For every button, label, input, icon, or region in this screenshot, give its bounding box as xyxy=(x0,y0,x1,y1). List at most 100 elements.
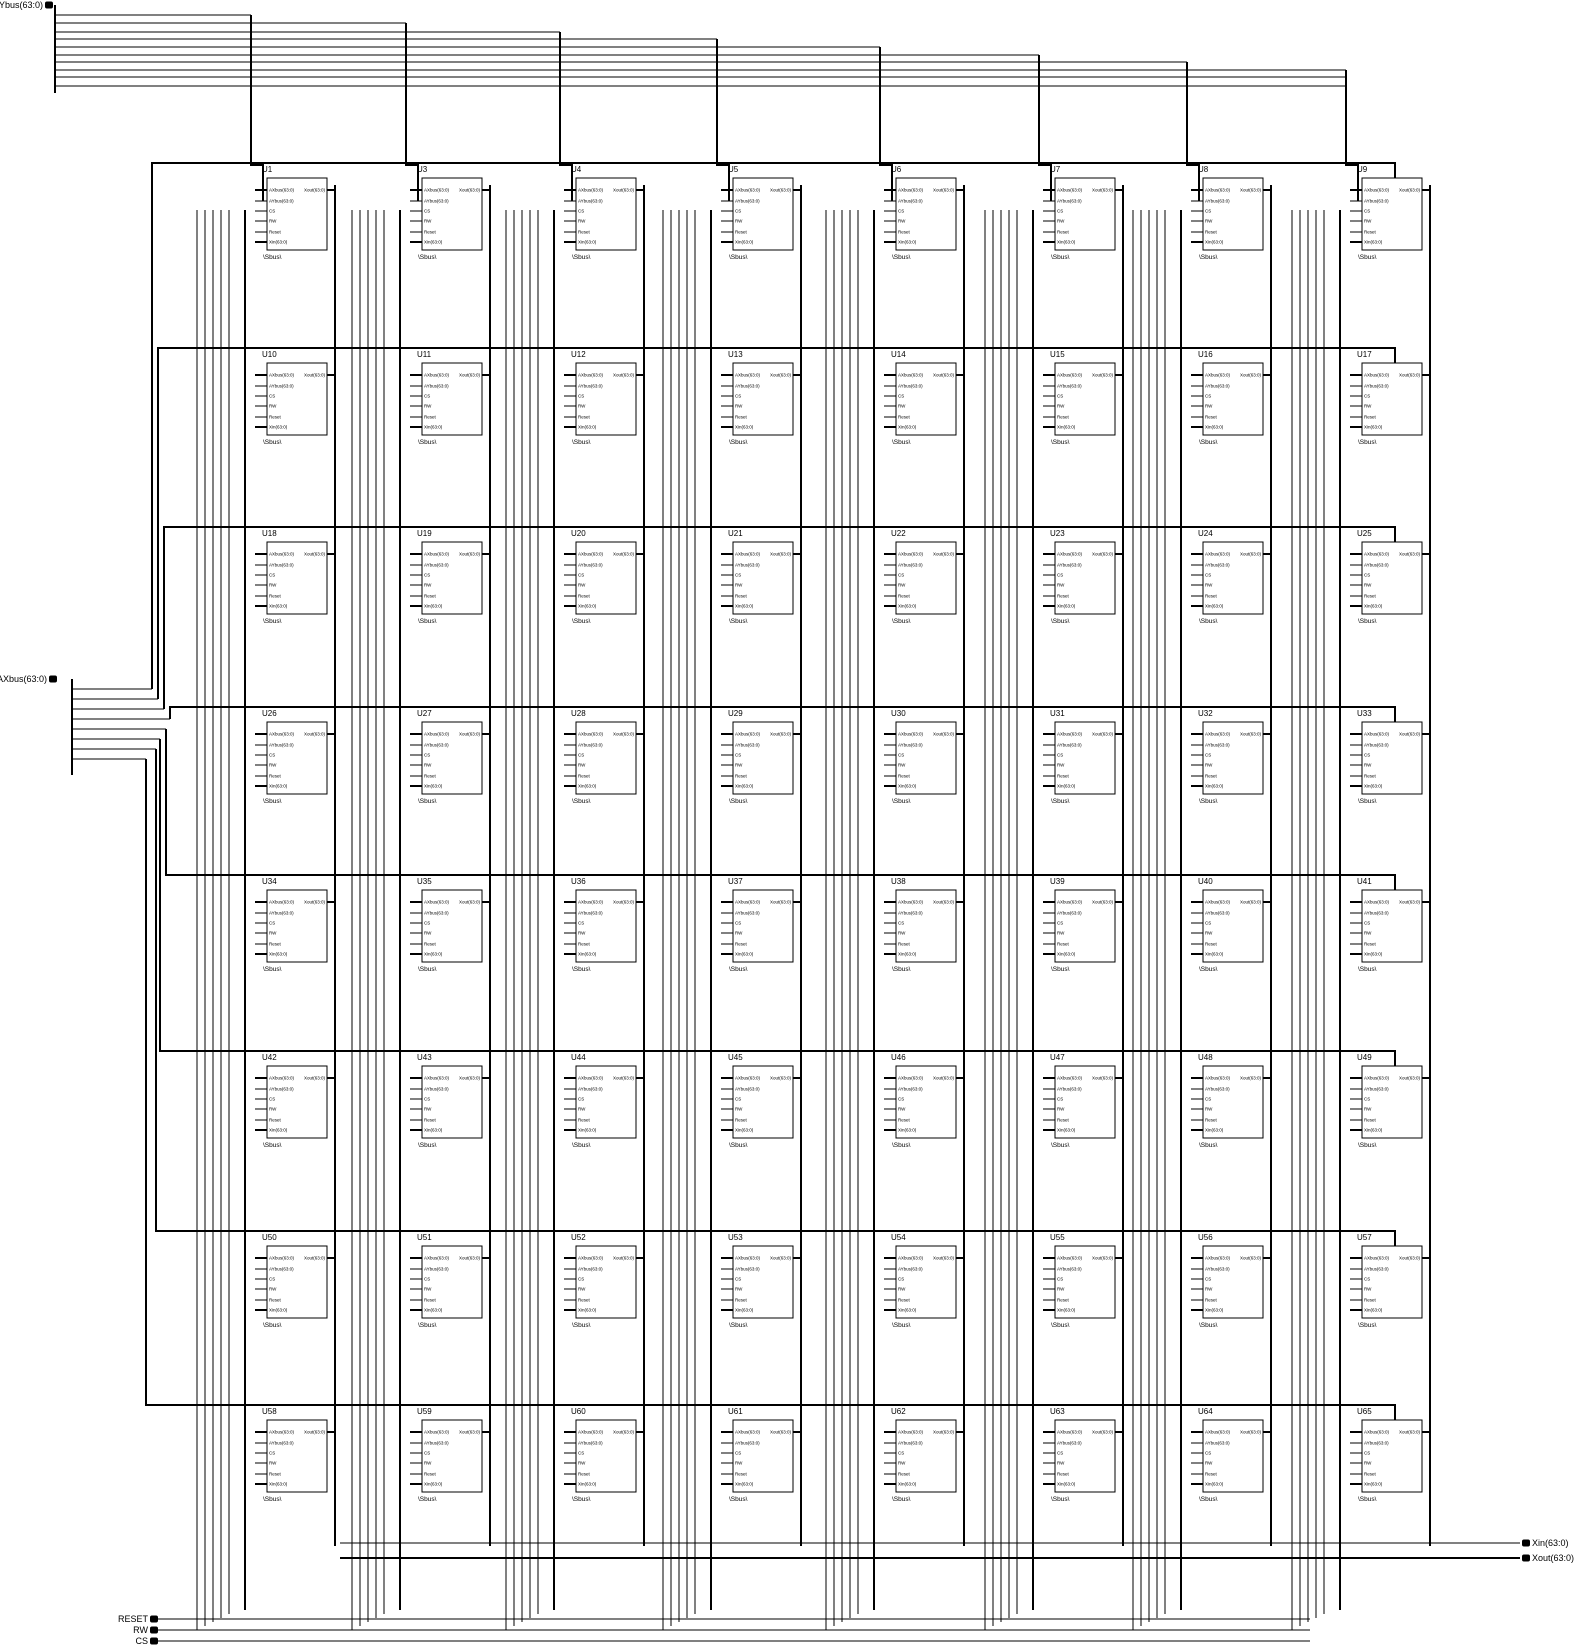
instance-label: \Sbus\ xyxy=(1051,254,1070,261)
cell-box xyxy=(1202,1245,1264,1319)
pin-label: Xin(63:0) xyxy=(898,604,917,609)
instance-label: \Sbus\ xyxy=(263,1142,282,1149)
cell-layer: U1AXbus(63:0)AYbus(63:0)CSRWResetXin(63:… xyxy=(255,165,1430,1503)
pin-label: Xout(63:0) xyxy=(933,732,955,737)
pin-label: Xout(63:0) xyxy=(459,900,481,905)
cell-box xyxy=(575,721,637,795)
pin-label: CS xyxy=(578,921,584,926)
pin-label: Reset xyxy=(735,1472,748,1477)
pin-label: Xout(63:0) xyxy=(933,1076,955,1081)
instance-label: \Sbus\ xyxy=(1199,966,1218,973)
pin-label: CS xyxy=(578,573,584,578)
cell-box xyxy=(421,1245,483,1319)
pin-label: Xin(63:0) xyxy=(1205,604,1224,609)
sbus-cell: U17AXbus(63:0)AYbus(63:0)CSRWResetXin(63… xyxy=(1350,350,1430,446)
pin-label: Xout(63:0) xyxy=(770,732,792,737)
pin-label: CS xyxy=(1364,1097,1370,1102)
pin-label: AXbus(63:0) xyxy=(578,552,604,557)
instance-label: \Sbus\ xyxy=(572,439,591,446)
pin-label: Xin(63:0) xyxy=(898,784,917,789)
pin-label: RW xyxy=(424,763,432,768)
sbus-cell: U35AXbus(63:0)AYbus(63:0)CSRWResetXin(63… xyxy=(410,877,490,973)
pin-label: CS xyxy=(269,1277,275,1282)
pin-label: RW xyxy=(578,404,586,409)
pin-label: Reset xyxy=(735,1298,748,1303)
pin-label: RW xyxy=(898,404,906,409)
sbus-cell: U26AXbus(63:0)AYbus(63:0)CSRWResetXin(63… xyxy=(255,709,335,805)
pin-label: Xout(63:0) xyxy=(1092,188,1114,193)
cell-box xyxy=(732,541,794,615)
pin-label: Xout(63:0) xyxy=(459,1430,481,1435)
cell-designator: U16 xyxy=(1198,350,1213,359)
pin-label: Xin(63:0) xyxy=(1057,240,1076,245)
instance-label: \Sbus\ xyxy=(1051,966,1070,973)
instance-label: \Sbus\ xyxy=(1051,1142,1070,1149)
cell-box xyxy=(575,541,637,615)
pin-label: RW xyxy=(1205,1287,1213,1292)
cell-box xyxy=(895,1419,957,1493)
pin-label: RW xyxy=(269,1461,277,1466)
cell-designator: U36 xyxy=(571,877,586,886)
pin-label: CS xyxy=(1205,394,1211,399)
pin-label: AYbus(63:0) xyxy=(1205,563,1230,568)
pin-label: RW xyxy=(735,1461,743,1466)
instance-label: \Sbus\ xyxy=(1358,798,1377,805)
cell-box xyxy=(1054,177,1116,251)
pin-label: AXbus(63:0) xyxy=(269,1430,295,1435)
pin-label: RW xyxy=(1205,931,1213,936)
pin-label: Xin(63:0) xyxy=(1364,425,1383,430)
pin-label: Xin(63:0) xyxy=(1057,952,1076,957)
pin-label: Xout(63:0) xyxy=(933,1256,955,1261)
cell-box xyxy=(895,362,957,436)
pin-label: Xout(63:0) xyxy=(304,1076,326,1081)
pin-label: CS xyxy=(1205,1097,1211,1102)
pin-label: CS xyxy=(424,753,430,758)
pin-label: Xout(63:0) xyxy=(770,373,792,378)
instance-label: \Sbus\ xyxy=(892,254,911,261)
pin-label: Xin(63:0) xyxy=(1057,1482,1076,1487)
pin-label: CS xyxy=(578,753,584,758)
pin-label: AYbus(63:0) xyxy=(1205,384,1230,389)
pin-label: CS xyxy=(735,1451,741,1456)
instance-label: \Sbus\ xyxy=(263,798,282,805)
sbus-cell: U48AXbus(63:0)AYbus(63:0)CSRWResetXin(63… xyxy=(1191,1053,1271,1149)
pin-label: Reset xyxy=(269,594,282,599)
pin-label: RW xyxy=(898,1287,906,1292)
pin-label: Reset xyxy=(269,415,282,420)
sbus-cell: U3AXbus(63:0)AYbus(63:0)CSRWResetXin(63:… xyxy=(410,165,490,261)
pin-label: Xin(63:0) xyxy=(578,240,597,245)
pin-label: Xout(63:0) xyxy=(933,373,955,378)
pin-label: CS xyxy=(1057,753,1063,758)
pin-label: AYbus(63:0) xyxy=(269,384,294,389)
cell-designator: U51 xyxy=(417,1233,432,1242)
pin-label: Reset xyxy=(269,942,282,947)
pin-label: AXbus(63:0) xyxy=(898,188,924,193)
pin-label: Xout(63:0) xyxy=(459,552,481,557)
pin-label: Reset xyxy=(1205,942,1218,947)
cell-designator: U49 xyxy=(1357,1053,1372,1062)
pin-label: AXbus(63:0) xyxy=(578,1430,604,1435)
aybus-drop xyxy=(879,47,893,201)
pin-label: Xin(63:0) xyxy=(269,1308,288,1313)
pin-label: Xin(63:0) xyxy=(578,1482,597,1487)
cell-designator: U12 xyxy=(571,350,586,359)
instance-label: \Sbus\ xyxy=(418,966,437,973)
aybus-port-flag xyxy=(45,1,53,9)
pin-label: AYbus(63:0) xyxy=(1364,911,1389,916)
sbus-cell: U9AXbus(63:0)AYbus(63:0)CSRWResetXin(63:… xyxy=(1350,165,1430,261)
pin-label: Reset xyxy=(1205,230,1218,235)
pin-label: AXbus(63:0) xyxy=(269,1076,295,1081)
pin-label: Xout(63:0) xyxy=(1399,552,1421,557)
pin-label: Xin(63:0) xyxy=(1364,952,1383,957)
pin-label: AYbus(63:0) xyxy=(735,384,760,389)
pin-label: Xin(63:0) xyxy=(735,1482,754,1487)
cell-box xyxy=(732,1245,794,1319)
pin-label: Reset xyxy=(1205,594,1218,599)
cell-designator: U33 xyxy=(1357,709,1372,718)
pin-label: Xout(63:0) xyxy=(1399,188,1421,193)
pin-label: AYbus(63:0) xyxy=(898,563,923,568)
cell-designator: U41 xyxy=(1357,877,1372,886)
instance-label: \Sbus\ xyxy=(729,1322,748,1329)
instance-label: \Sbus\ xyxy=(572,1322,591,1329)
pin-label: RW xyxy=(424,1287,432,1292)
